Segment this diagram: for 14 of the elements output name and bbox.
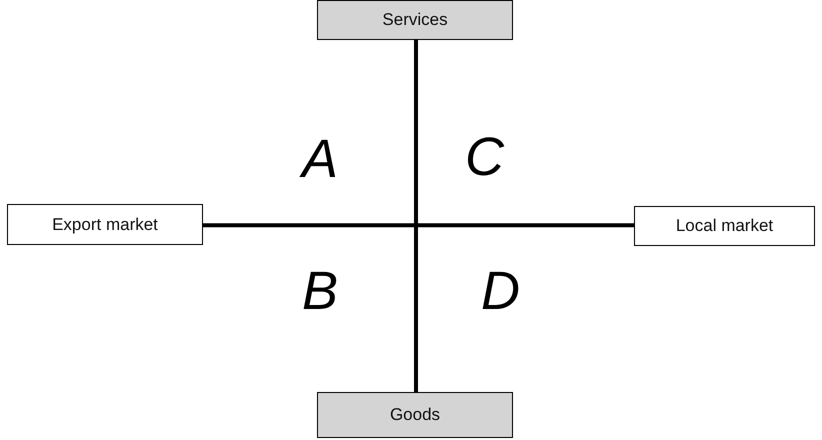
category-box bbox=[317, 0, 513, 40]
box-label: Local market bbox=[676, 216, 774, 236]
category-box bbox=[317, 392, 513, 438]
category-box bbox=[7, 204, 203, 245]
quadrant-letter: D bbox=[481, 264, 520, 318]
quadrant-letter: A bbox=[302, 132, 338, 186]
box-label: Export market bbox=[52, 214, 158, 234]
quadrant-letter: C bbox=[465, 130, 504, 184]
quadrant-letter: B bbox=[302, 264, 338, 318]
category-box bbox=[634, 206, 815, 246]
connector-line bbox=[203, 223, 634, 228]
box-label: Services bbox=[382, 10, 448, 30]
connector-line bbox=[414, 40, 418, 392]
box-label: Goods bbox=[390, 405, 440, 425]
